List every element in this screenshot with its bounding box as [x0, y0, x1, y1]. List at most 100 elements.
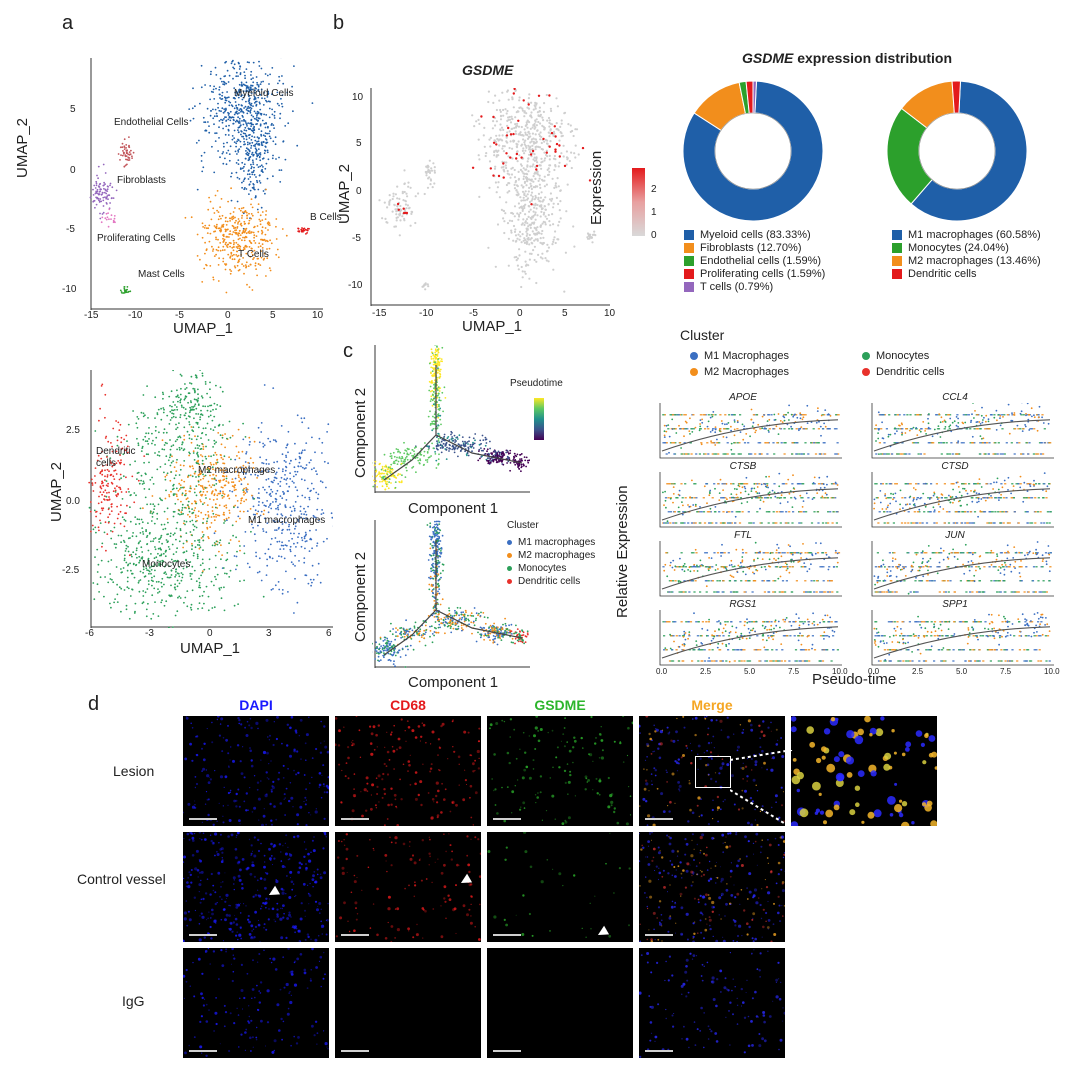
m1-macrophage-point [281, 520, 284, 523]
myeloid-cell-point [243, 188, 246, 191]
legend-m1: M1 macrophages (60.58%) [892, 228, 1041, 241]
m1-macrophage-point [297, 518, 299, 521]
dendritic-cell-point [98, 495, 100, 498]
dendritic-cell-point [99, 407, 101, 410]
monocyte-point [176, 408, 179, 411]
monocyte-point [141, 602, 144, 605]
m2-macrophage-point [245, 487, 248, 489]
myeloid-cell-point [235, 171, 238, 174]
ytick-b5: -10 [348, 280, 363, 291]
monocyte-point [136, 478, 138, 480]
m1-macrophage-point [226, 519, 228, 522]
cluster-label-bcells: B Cells [310, 212, 342, 223]
monocyte-point [174, 583, 176, 586]
m2-macrophage-point [194, 514, 197, 517]
cell-point [502, 209, 506, 213]
m2-macrophage-point [236, 455, 238, 457]
tcell-point [222, 237, 224, 240]
cell-point [394, 208, 397, 211]
fibroblast-point [109, 184, 111, 187]
myeloid-cell-point [247, 100, 250, 102]
monocyte-point [107, 581, 110, 584]
fibroblast-point [92, 194, 95, 196]
trajectory-point [432, 393, 434, 396]
monocyte-point [169, 535, 172, 538]
cell-point [540, 167, 543, 170]
monocyte-point [201, 571, 204, 574]
trajectory-point [444, 445, 447, 447]
dendritic-cell-point [101, 469, 104, 471]
monocyte-point [237, 603, 240, 605]
cell-point [507, 116, 510, 119]
m2-macrophage-point [225, 504, 228, 507]
dendritic-cell-point [126, 504, 128, 507]
tcell-point [233, 253, 235, 256]
m1-macrophage-point [260, 579, 263, 582]
dendritic-cell-point [125, 512, 127, 515]
monocyte-point [138, 482, 141, 485]
myeloid-cell-point [194, 105, 196, 108]
cell-point [511, 147, 514, 150]
trajectory-point [439, 418, 442, 421]
monocyte-point [195, 421, 198, 424]
trajectory-point [388, 481, 390, 483]
tcell-point [233, 258, 236, 261]
monocyte-point [222, 424, 224, 426]
m1-macrophage-point [246, 510, 249, 512]
monocyte-point [162, 393, 165, 396]
monocyte-point [146, 503, 148, 506]
monocyte-point [189, 575, 192, 577]
myeloid-cell-point [255, 142, 258, 145]
m1-macrophage-point [262, 528, 264, 530]
myeloid-cell-point [225, 119, 228, 122]
panel-label-a: a [62, 12, 74, 34]
m2-macrophage-point [205, 522, 208, 525]
cell-point [538, 183, 541, 186]
m1-macrophage-point [248, 467, 250, 469]
monocyte-point [192, 523, 195, 526]
fibroblast-point [101, 191, 104, 194]
m2-macrophage-point [223, 495, 225, 498]
umap-myeloid-plot [88, 370, 333, 628]
ytick-b4: -5 [352, 233, 361, 244]
panel-label-b: b [333, 12, 345, 34]
myeloid-cell-point [233, 129, 236, 132]
dendritic-cell-point [119, 423, 122, 426]
monocyte-point [132, 410, 134, 412]
cell-point [533, 172, 536, 175]
cell-point [519, 235, 522, 238]
trajectory-point [484, 436, 487, 439]
endothelial-cell-point [122, 150, 124, 152]
myeloid-cell-point [311, 102, 314, 104]
monocyte-point [151, 576, 153, 579]
cell-point [500, 166, 503, 169]
m2-macrophage-point [213, 515, 215, 518]
cell-point [525, 184, 528, 187]
m2-macrophage-point [259, 469, 262, 472]
monocyte-point [148, 427, 150, 429]
monocyte-point [176, 395, 178, 398]
monocyte-point [202, 503, 204, 506]
myeloid-cell-point [243, 94, 246, 97]
cell-point [392, 192, 395, 195]
myeloid-cell-point [259, 165, 262, 168]
myeloid-cell-point [232, 122, 235, 125]
tcell-point [222, 257, 225, 260]
cell-point [495, 191, 498, 194]
trajectory-point [496, 454, 499, 457]
m2-macrophage-point [228, 456, 231, 459]
m2-macrophage-point [201, 486, 204, 489]
myeloid-cell-point [250, 107, 253, 110]
myeloid-cell-point [248, 128, 250, 130]
m2-macrophage-point [175, 461, 178, 464]
cell-point [593, 230, 596, 233]
trajectory-point [480, 456, 482, 458]
myeloid-cell-point [231, 135, 234, 137]
monocyte-point [195, 438, 198, 441]
cell-point [523, 223, 526, 227]
monocyte-point [213, 439, 216, 442]
m2-macrophage-point [165, 474, 168, 476]
monocyte-point [139, 532, 142, 534]
cell-point [558, 161, 561, 164]
cell-point [531, 230, 534, 233]
